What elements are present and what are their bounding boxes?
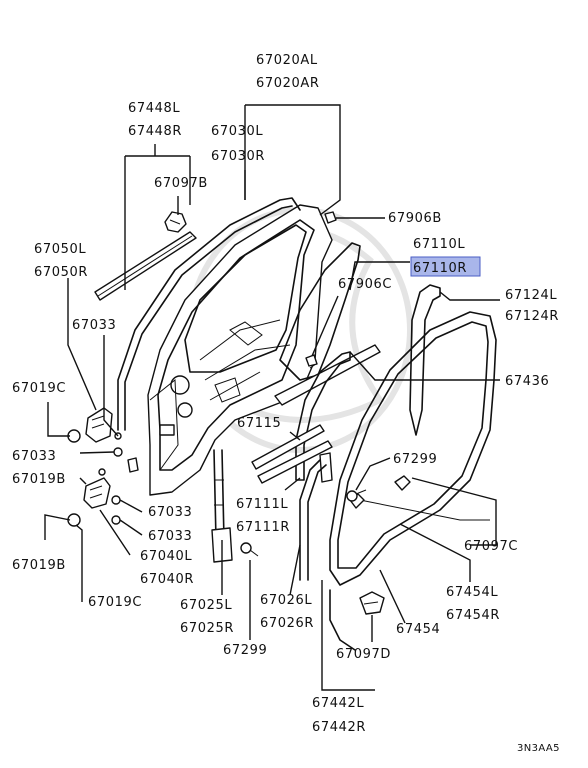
label-67033-lower2: 67033 [148, 529, 192, 544]
label-67111r: 67111R [236, 520, 290, 535]
label-67111l: 67111L [236, 497, 288, 512]
label-67124r: 67124R [505, 309, 559, 324]
clip-67097d [359, 591, 385, 615]
grommet-67906c [305, 354, 318, 367]
label-67019b-mid: 67019B [12, 472, 66, 487]
label-67097c: 67097C [464, 539, 518, 554]
label-67019b-lower: 67019B [12, 558, 66, 573]
label-67097d: 67097D [336, 647, 391, 662]
label-67299-right: 67299 [393, 452, 437, 467]
label-67050l: 67050L [34, 242, 86, 257]
lower-channel-67026 [299, 459, 327, 581]
grommet-67906b [324, 211, 337, 224]
label-67906c: 67906C [338, 277, 392, 292]
label-67030l: 67030L [211, 124, 263, 139]
label-67442l: 67442L [312, 696, 364, 711]
label-67299-left: 67299 [223, 643, 267, 658]
diagram-code: 3N3AA5 [517, 743, 560, 754]
hinge-assembly [67, 407, 139, 527]
label-67110r: 67110R [413, 261, 467, 276]
label-67050r: 67050R [34, 265, 88, 280]
label-67030r: 67030R [211, 149, 265, 164]
label-67026l: 67026L [260, 593, 312, 608]
label-67026r: 67026R [260, 616, 314, 631]
label-67020ar: 67020AR [256, 76, 319, 91]
highlight-67110r [410, 256, 481, 277]
label-67025l: 67025L [180, 598, 232, 613]
label-67436: 67436 [505, 374, 549, 389]
label-67124l: 67124L [505, 288, 557, 303]
label-67020al: 67020AL [256, 53, 318, 68]
label-67448l: 67448L [128, 101, 180, 116]
clip-67097c [349, 475, 490, 521]
belt-molding [94, 231, 197, 301]
label-67110l: 67110L [413, 237, 465, 252]
clip-67097b [164, 211, 187, 233]
door-panel [147, 204, 333, 496]
label-67454: 67454 [396, 622, 440, 637]
label-67906b: 67906B [388, 211, 442, 226]
label-67040r: 67040R [140, 572, 194, 587]
label-67019c-top: 67019C [12, 381, 66, 396]
label-67025r: 67025R [180, 621, 234, 636]
part-labels: 67020AL 67020AR 67448L 67448R 67030L 670… [12, 53, 560, 754]
label-67442r: 67442R [312, 720, 366, 735]
label-67454l: 67454L [446, 585, 498, 600]
label-67033-mid: 67033 [12, 449, 56, 464]
leader-lines [44, 104, 500, 691]
label-67115: 67115 [237, 416, 281, 431]
label-67033-lower1: 67033 [148, 505, 192, 520]
label-67448r: 67448R [128, 124, 182, 139]
door-sash [117, 197, 301, 431]
label-67097b: 67097B [154, 176, 208, 191]
label-67040l: 67040L [140, 549, 192, 564]
seal-67442 [295, 351, 356, 651]
rear-channel [409, 284, 441, 436]
label-67033-top: 67033 [72, 318, 116, 333]
label-67454r: 67454R [446, 608, 500, 623]
bolt-67299-right [346, 489, 367, 502]
label-67019c-lower: 67019C [88, 595, 142, 610]
bolt-67299-left [240, 542, 259, 557]
glass-runs [251, 424, 333, 484]
weatherstrip-67454 [329, 311, 497, 586]
